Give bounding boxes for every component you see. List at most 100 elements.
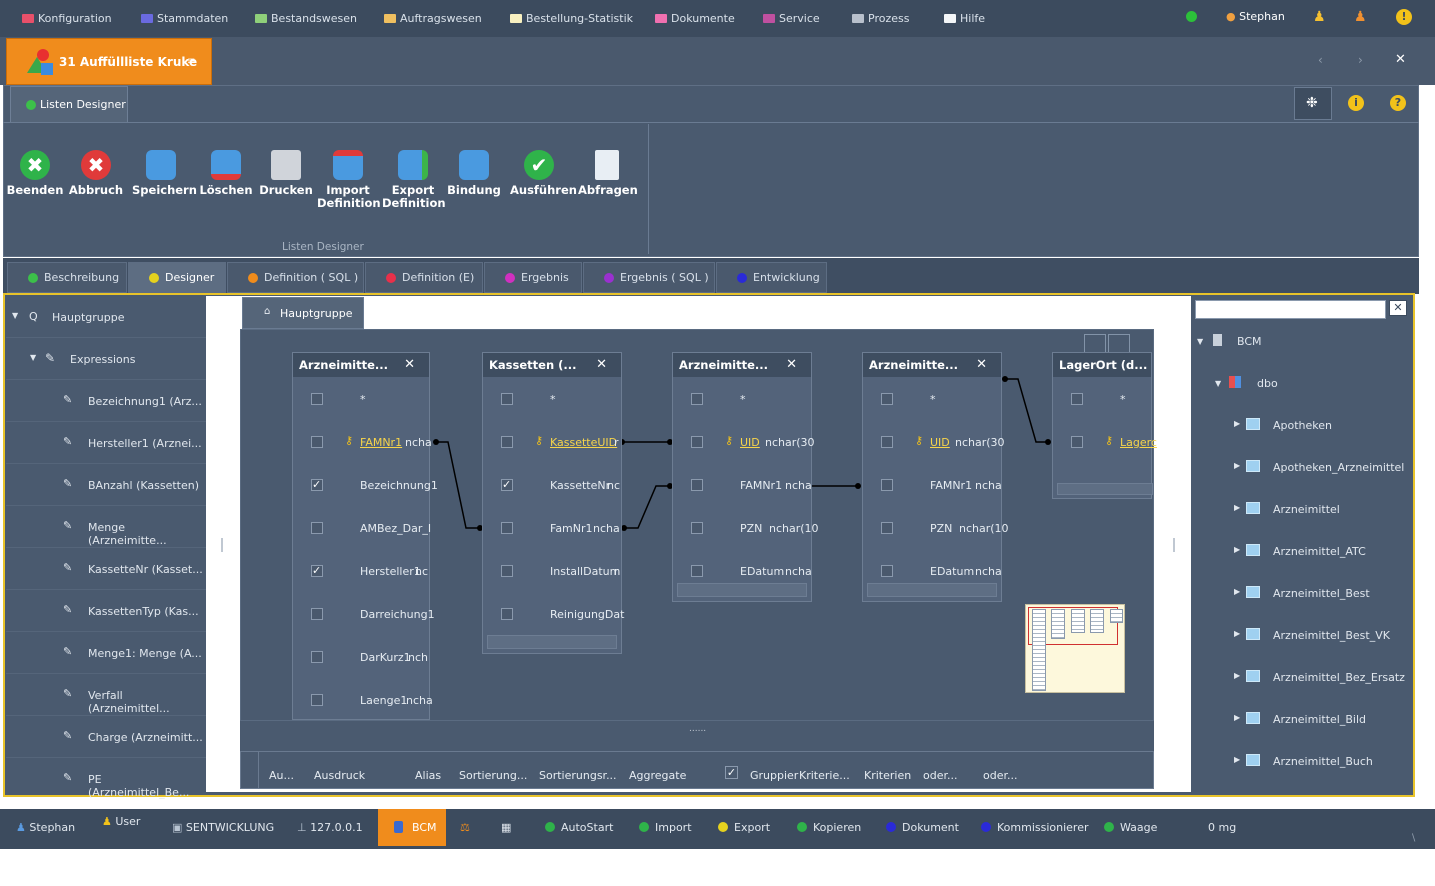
- tab-scroll-right-icon[interactable]: ›: [1358, 53, 1363, 67]
- grid-col-ausdruck[interactable]: Ausdruck: [314, 769, 366, 782]
- status-kommissionierer[interactable]: Kommissionierer: [981, 821, 1089, 834]
- document-tab[interactable]: 31 Auffüllliste Kruke ≡: [6, 38, 212, 85]
- tree-node-table[interactable]: ▶Arzneimittel_Bild: [1191, 698, 1410, 740]
- info-icon[interactable]: !: [1396, 9, 1412, 25]
- expand-icon[interactable]: ▶: [1234, 545, 1241, 554]
- collapse-icon[interactable]: ▼: [30, 353, 37, 362]
- tree-node-table[interactable]: ▶Apotheken: [1191, 404, 1410, 446]
- expression-item[interactable]: ✎Bezeichnung1 (Arz...: [6, 380, 206, 422]
- grid-col-alias[interactable]: Alias: [415, 769, 442, 782]
- export-definition-button[interactable]: Export Definition: [382, 150, 446, 210]
- tab-entwicklung[interactable]: Entwicklung: [716, 262, 827, 293]
- minimap-viewport[interactable]: [1028, 607, 1118, 645]
- column-checkbox[interactable]: [501, 522, 513, 534]
- abbruch-button[interactable]: ✖Abbruch: [67, 150, 125, 197]
- tree-node-table[interactable]: ▶Arzneimittel: [1191, 488, 1410, 530]
- tree-node-table[interactable]: ▶Arzneimittel_Best: [1191, 572, 1410, 614]
- close-table-icon[interactable]: ✕: [976, 357, 987, 372]
- table-search-input[interactable]: [1195, 300, 1386, 319]
- column-row[interactable]: *: [863, 378, 1001, 421]
- tab-designer[interactable]: Designer: [128, 262, 226, 293]
- status-dokument[interactable]: Dokument: [886, 821, 959, 834]
- expand-icon[interactable]: ▶: [1234, 461, 1241, 470]
- tab-scroll-left-icon[interactable]: ‹: [1318, 53, 1323, 67]
- column-row[interactable]: AMBez_Dar_I: [293, 507, 431, 550]
- user-menu[interactable]: ● Stephan: [1226, 10, 1285, 23]
- table-scrollbar[interactable]: [487, 635, 617, 649]
- status-kopieren[interactable]: Kopieren: [797, 821, 861, 834]
- status-role[interactable]: ♟ User: [102, 815, 140, 828]
- menu-dokumente[interactable]: Dokumente: [655, 12, 735, 25]
- column-row[interactable]: *: [1053, 378, 1151, 421]
- table-scrollbar[interactable]: [1057, 483, 1153, 495]
- column-checkbox-checked[interactable]: ✓: [311, 478, 323, 491]
- import-definition-button[interactable]: Import Definition: [317, 150, 381, 210]
- menu-auftragswesen[interactable]: Auftragswesen: [384, 12, 482, 25]
- tree-node-bcm[interactable]: ▼ BCM: [1191, 320, 1410, 362]
- column-checkbox[interactable]: [1071, 436, 1083, 448]
- table-scrollbar[interactable]: [867, 583, 997, 597]
- column-checkbox[interactable]: [881, 436, 893, 448]
- cabinet-icon[interactable]: ▦: [501, 821, 512, 834]
- expand-icon[interactable]: ▶: [1234, 713, 1241, 722]
- table-header[interactable]: Arzneimitte...✕: [293, 353, 429, 377]
- tab-ergebnis-sql[interactable]: Ergebnis ( SQL ): [583, 262, 715, 293]
- menu-bestandswesen[interactable]: Bestandswesen: [255, 12, 357, 25]
- ribbon-tab-listen-designer[interactable]: Listen Designer: [10, 86, 128, 122]
- expression-item[interactable]: ✎BAnzahl (Kassetten): [6, 464, 206, 506]
- ausfuehren-button[interactable]: ✔Ausführen: [510, 150, 577, 197]
- status-export[interactable]: Export: [718, 821, 770, 834]
- menu-hilfe[interactable]: Hilfe: [944, 12, 985, 25]
- close-table-icon[interactable]: ✕: [404, 357, 415, 372]
- status-waage[interactable]: Waage: [1104, 821, 1157, 834]
- menu-konfiguration[interactable]: Konfiguration: [22, 12, 112, 25]
- column-row[interactable]: Darreichung1: [293, 593, 435, 636]
- group-checkbox-checked[interactable]: ✓: [725, 766, 738, 779]
- column-row[interactable]: *: [293, 378, 429, 421]
- table-header[interactable]: LagerOrt (d...: [1053, 353, 1151, 377]
- close-table-icon[interactable]: ✕: [596, 357, 607, 372]
- column-checkbox[interactable]: [691, 479, 703, 491]
- column-checkbox[interactable]: [311, 651, 323, 663]
- tree-node-dbo[interactable]: ▼ dbo: [1191, 362, 1410, 404]
- tab-definition-e[interactable]: Definition (E): [365, 262, 483, 293]
- right-splitter-handle[interactable]: [1173, 538, 1175, 552]
- bindung-button[interactable]: Bindung: [445, 150, 503, 197]
- expression-item[interactable]: ✎Menge1: Menge (A...: [6, 632, 206, 674]
- help-icon[interactable]: ?: [1390, 95, 1406, 111]
- status-database-button[interactable]: BCM: [378, 809, 446, 846]
- scale-icon[interactable]: ⚖: [460, 821, 470, 834]
- expand-icon[interactable]: ▶: [1234, 671, 1241, 680]
- expand-icon[interactable]: ▶: [1234, 629, 1241, 638]
- grid-col-au[interactable]: Au...: [269, 769, 294, 782]
- collapse-icon[interactable]: ▼: [12, 311, 19, 320]
- grid-row-selector[interactable]: [241, 752, 259, 788]
- table-header[interactable]: Arzneimitte...✕: [673, 353, 811, 377]
- tab-hauptgruppe[interactable]: ⌂ Hauptgruppe: [242, 297, 364, 329]
- palette-button[interactable]: ❉: [1294, 87, 1332, 120]
- column-checkbox[interactable]: [311, 393, 323, 405]
- diagram-overview-minimap[interactable]: [1025, 604, 1125, 693]
- tab-beschreibung[interactable]: Beschreibung: [7, 262, 127, 293]
- menu-stammdaten[interactable]: Stammdaten: [141, 12, 228, 25]
- expand-icon[interactable]: ▶: [1234, 503, 1241, 512]
- menu-service[interactable]: Service: [763, 12, 820, 25]
- column-checkbox[interactable]: [501, 436, 513, 448]
- table-header[interactable]: Arzneimitte...✕: [863, 353, 1001, 377]
- expand-icon[interactable]: ▶: [1234, 419, 1241, 428]
- column-checkbox[interactable]: [501, 565, 513, 577]
